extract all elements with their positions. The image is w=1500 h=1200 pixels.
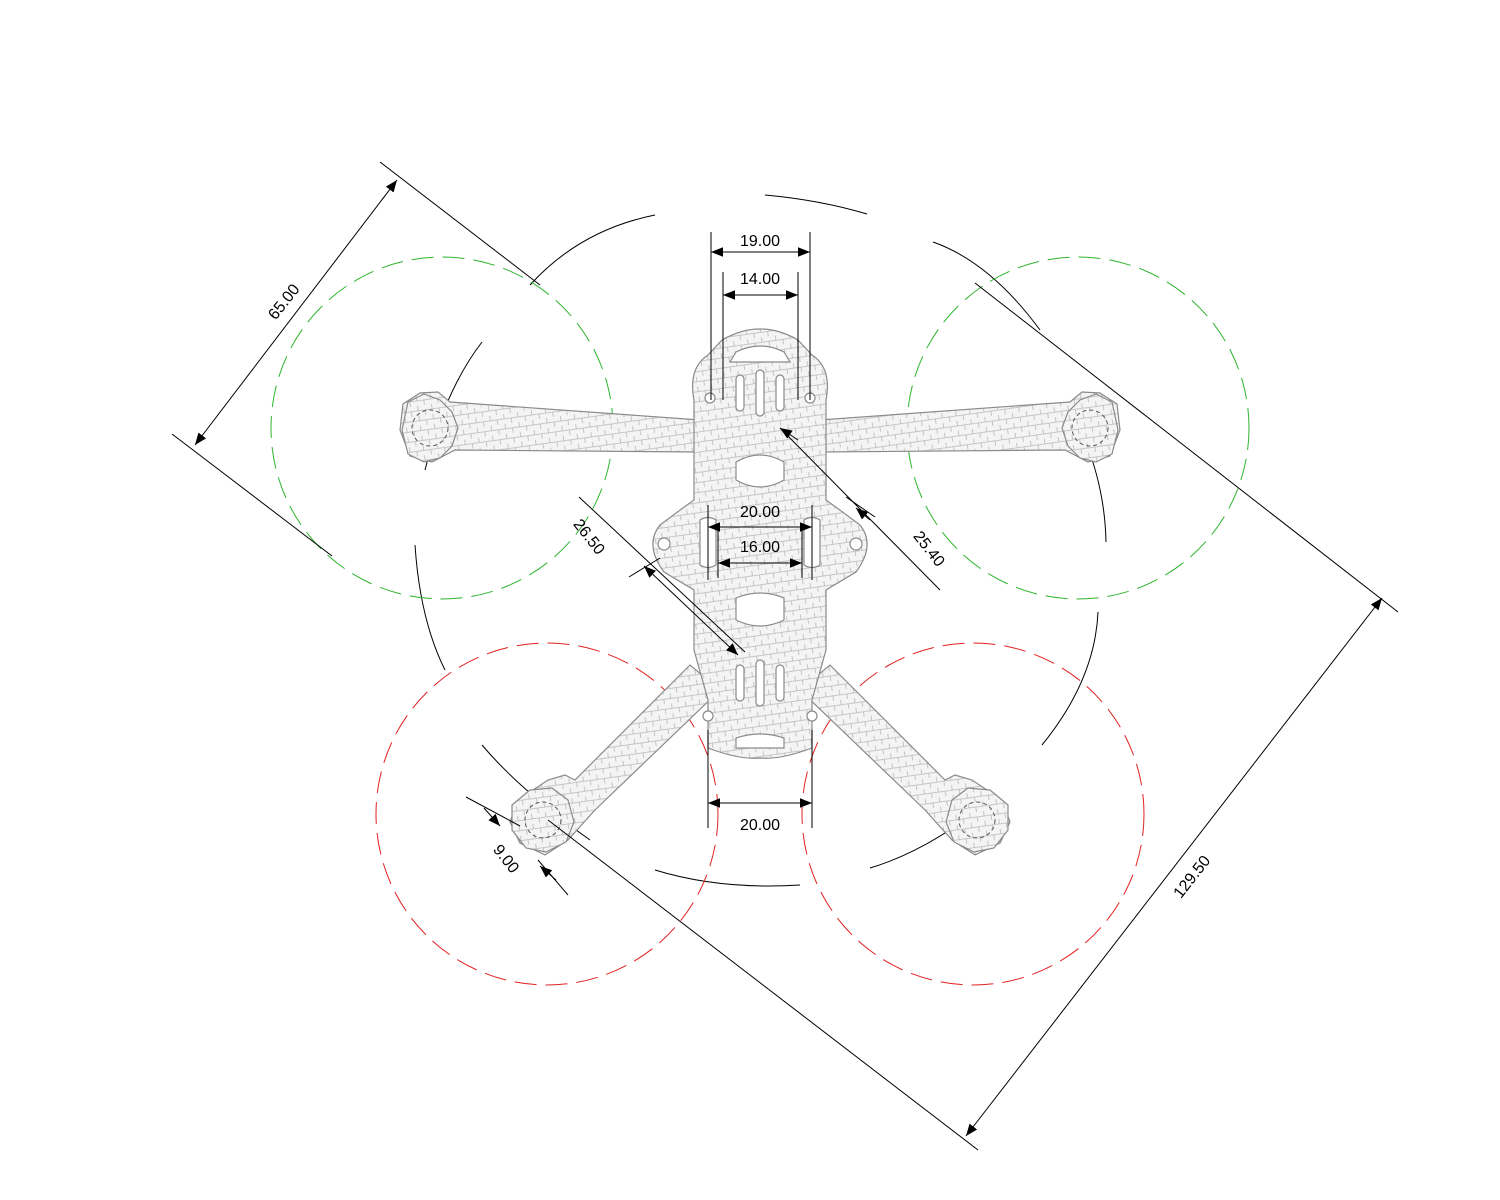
dimension-mid-inner: 16.00 [717, 530, 803, 578]
dimension-top-inner-label: 14.00 [740, 271, 780, 288]
dimension-prop-diameter-label: 65.00 [265, 281, 303, 323]
dimension-bottom-label: 20.00 [740, 817, 780, 834]
dimension-prop-diameter: 65.00 [171, 161, 541, 557]
dimension-diagonal-label: 129.50 [1171, 853, 1215, 902]
dimension-bottom: 20.00 [707, 730, 813, 834]
dimension-mid-inner-label: 16.00 [740, 539, 780, 556]
dimension-top-inner: 14.00 [722, 271, 799, 400]
dimension-top-outer: 19.00 [710, 232, 811, 400]
frame-plate [399, 328, 1121, 856]
dimension-right-arm-label: 25.40 [910, 528, 948, 570]
dimension-top-outer-label: 19.00 [740, 233, 780, 250]
dimension-mid-outer-label: 20.00 [740, 504, 780, 521]
dimension-motor-mount-label: 9.00 [489, 842, 522, 877]
dimension-left-arm-label: 26.50 [570, 516, 608, 558]
rear-left-prop [375, 642, 719, 986]
